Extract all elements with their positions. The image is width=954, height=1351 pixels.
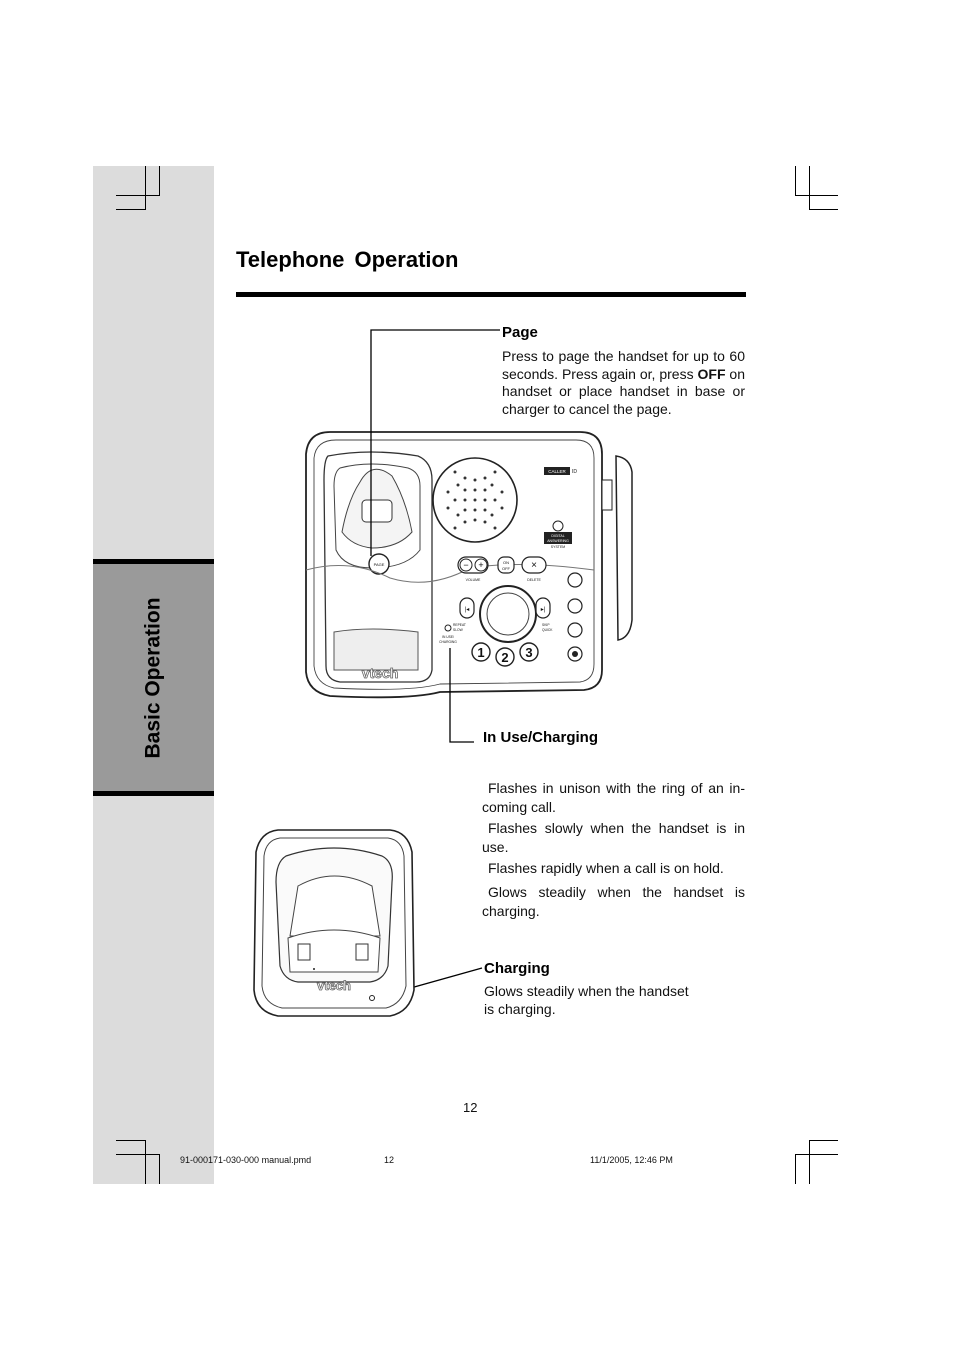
charging-callout-text: Glows steadily when the handset is charg… — [484, 983, 724, 1018]
charging-callout-line-1: Glows steadily when the handset — [484, 983, 689, 999]
base-brand: vtech — [362, 665, 399, 681]
svg-text:|◂: |◂ — [465, 607, 470, 613]
svg-text:×: × — [531, 560, 537, 571]
base-key-2: 2 — [501, 650, 508, 665]
section-tab — [93, 559, 214, 796]
charging-callout-line-2: is charging. — [484, 1000, 556, 1017]
page-callout-text: Press to page the handset for up to 60 s… — [502, 348, 745, 418]
in-use-bullet-3: Flashes rapidly when a call is on hold. — [488, 860, 724, 876]
footer-page: 12 — [384, 1155, 395, 1165]
base-slow-label: SLOW — [453, 628, 464, 632]
page-callout-text-a: Press to page the handset for up to 60 s… — [502, 348, 745, 382]
svg-text:+: + — [478, 560, 483, 570]
in-use-bullet-2: Flashes slowly when the handset is in us… — [482, 820, 745, 855]
charger-illustration: vtech — [253, 829, 415, 1017]
base-repeat-label: REPEAT — [453, 623, 466, 627]
base-delete-label: DELETE — [527, 578, 541, 582]
base-inuse-2: CHARGING — [439, 640, 457, 644]
in-use-callout-heading: In Use/Charging — [483, 729, 599, 746]
charger-brand: vtech — [317, 978, 351, 993]
page-callout-text-b: on handset or place handset in base or c… — [502, 365, 745, 417]
page-number: 12 — [463, 1100, 478, 1115]
base-digital-2: ANSWERING — [547, 539, 569, 543]
base-caller-label: CALLER — [548, 469, 566, 474]
page-title: Telephone Operation — [236, 247, 459, 272]
in-use-bullet-list: Flashes in unison with the ring of an in… — [482, 779, 745, 921]
footer-filename: 91-000171-030-000 manual.pmd — [180, 1155, 312, 1165]
base-skip-label: SKIP — [542, 623, 550, 627]
base-unit-illustration: PAGE CALLER ID DIGITAL ANSWERING SYSTEM … — [305, 431, 633, 699]
title-rule — [236, 292, 746, 297]
base-off-label: OFF — [502, 566, 511, 571]
base-key-3: 3 — [525, 645, 532, 660]
base-inuse-1: IN USE/ — [442, 635, 454, 639]
footer-date: 11/1/2005, 12:46 PM — [590, 1155, 673, 1165]
base-key-1: 1 — [477, 645, 484, 660]
page-callout-heading: Page — [502, 324, 538, 341]
base-page-label: PAGE — [374, 562, 385, 567]
charging-callout-heading: Charging — [484, 960, 550, 977]
page-callout-off: OFF — [697, 365, 726, 382]
base-id-label: ID — [572, 469, 577, 475]
in-use-bullet-1: Flashes in unison with the ring of an in… — [482, 780, 745, 815]
in-use-bullet-4: Glows steadily when the handset is charg… — [482, 884, 745, 919]
base-digital-3: SYSTEM — [551, 545, 565, 549]
base-digital-1: DIGITAL — [551, 534, 564, 538]
base-on-label: ON — [503, 560, 509, 565]
base-quick-label: QUICK — [542, 628, 553, 632]
svg-text:▸|: ▸| — [541, 607, 546, 613]
base-volume-label: VOLUME — [466, 578, 481, 582]
svg-text:−: − — [463, 560, 468, 570]
